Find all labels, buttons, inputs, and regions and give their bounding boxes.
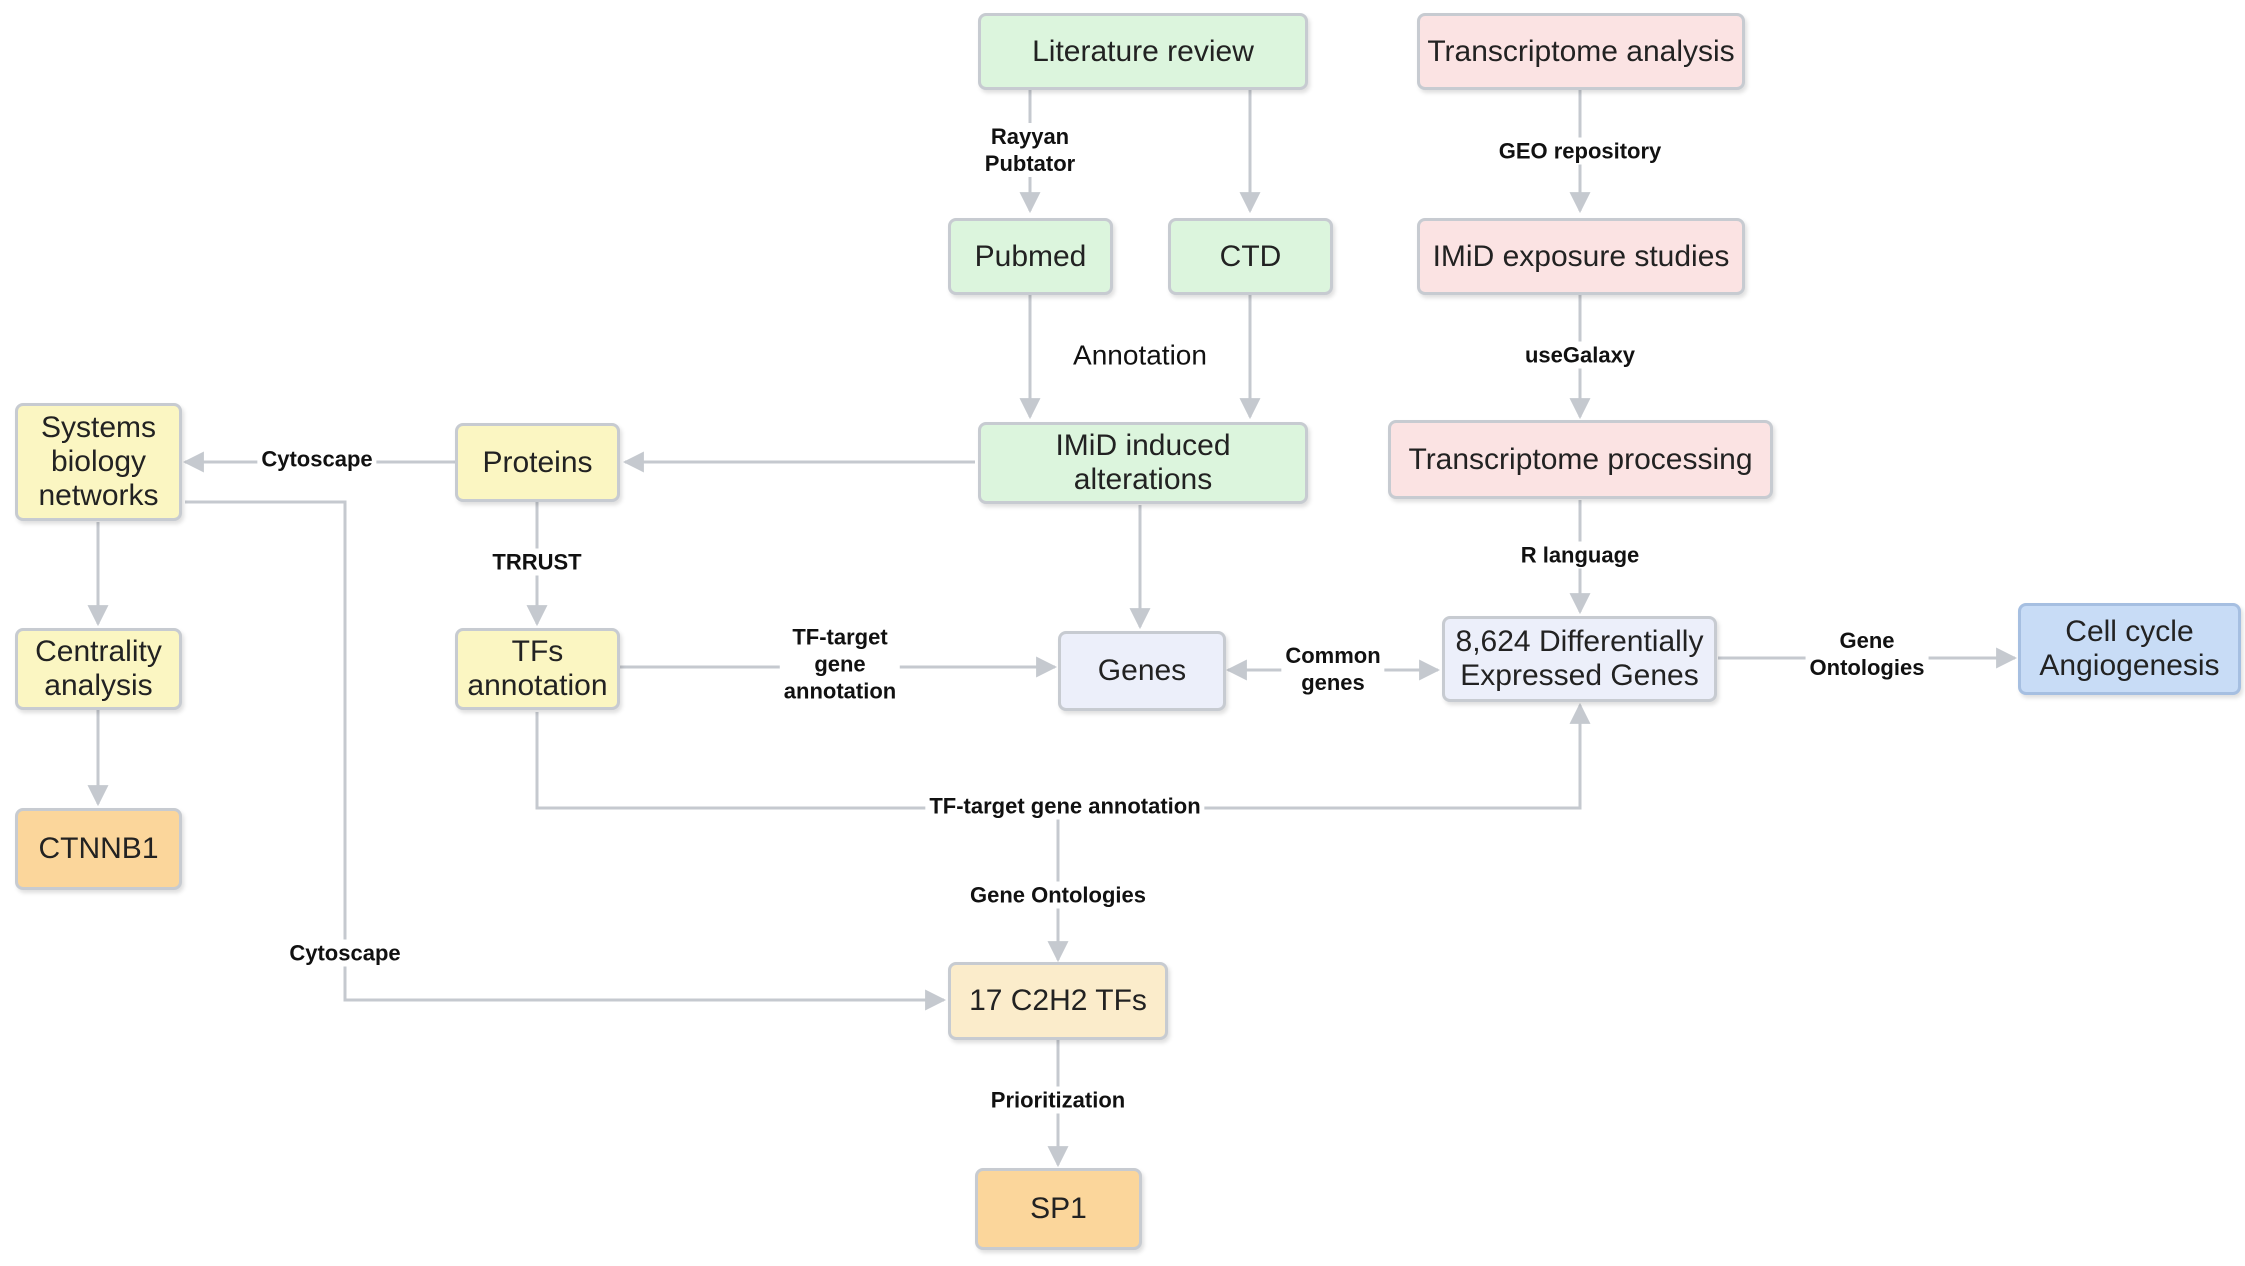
edge-label-cytoscape-bottom: Cytoscape (285, 939, 405, 967)
label-differentially-expressed-genes: 8,624 Differentially Expressed Genes (1455, 625, 1704, 692)
node-differentially-expressed-genes: 8,624 Differentially Expressed Genes (1442, 616, 1717, 702)
node-pubmed: Pubmed (948, 218, 1113, 295)
label-imid-exposure-studies: IMiD exposure studies (1432, 239, 1730, 273)
edge-label-usegalaxy: useGalaxy (1520, 341, 1640, 369)
edge-label-gene-ontologies-right: Gene Ontologies (1805, 627, 1929, 681)
node-imid-induced-alterations: IMiD induced alterations (978, 422, 1308, 504)
label-sp1: SP1 (1030, 1192, 1087, 1225)
edge-label-geo-repository: GEO repository (1494, 137, 1666, 165)
edge-label-trrust: TRRUST (488, 548, 586, 576)
edge-label-r-language: R language (1516, 541, 1644, 569)
edge-label-tf-target-long: TF-target gene annotation (925, 792, 1205, 820)
label-17-c2h2-tfs: 17 C2H2 TFs (969, 984, 1147, 1017)
node-17-c2h2-tfs: 17 C2H2 TFs (948, 962, 1168, 1040)
edge-label-rayyan-pubtator: Rayyan Pubtator (980, 123, 1080, 177)
edge-label-common-genes: Common genes (1281, 642, 1385, 696)
node-centrality-analysis: Centrality analysis (15, 628, 182, 710)
edge-label-annotation: Annotation (1069, 341, 1211, 369)
label-tfs-annotation: TFs annotation (467, 635, 608, 702)
label-ctd: CTD (1219, 239, 1282, 273)
label-literature-review: Literature review (1032, 34, 1254, 68)
node-cell-cycle-angiogenesis: Cell cycle Angiogenesis (2018, 603, 2241, 695)
node-sp1: SP1 (975, 1168, 1142, 1250)
label-transcriptome-processing: Transcriptome processing (1408, 442, 1753, 476)
edge-label-tf-target-gene-annotation: TF-target gene annotation (779, 623, 901, 705)
node-imid-exposure-studies: IMiD exposure studies (1417, 218, 1745, 295)
edge-label-gene-ontologies-mid: Gene Ontologies (965, 881, 1151, 909)
label-transcriptome-analysis: Transcriptome analysis (1427, 34, 1735, 68)
node-proteins: Proteins (455, 423, 620, 502)
node-ctnnb1: CTNNB1 (15, 808, 182, 890)
node-transcriptome-processing: Transcriptome processing (1388, 420, 1773, 499)
edge-label-prioritization: Prioritization (986, 1086, 1130, 1114)
node-systems-biology-networks: Systems biology networks (15, 403, 182, 521)
node-ctd: CTD (1168, 218, 1333, 295)
node-literature-review: Literature review (978, 13, 1308, 90)
label-proteins: Proteins (482, 445, 593, 479)
edge-label-cytoscape-top: Cytoscape (257, 445, 377, 473)
node-tfs-annotation: TFs annotation (455, 628, 620, 710)
label-centrality-analysis: Centrality analysis (35, 635, 162, 702)
node-transcriptome-analysis: Transcriptome analysis (1417, 13, 1745, 90)
label-ctnnb1: CTNNB1 (38, 832, 159, 865)
node-genes: Genes (1058, 631, 1226, 711)
label-imid-induced-alterations: IMiD induced alterations (1055, 429, 1231, 496)
label-systems-biology-networks: Systems biology networks (38, 411, 159, 512)
edge-systems-to-c2h2 (185, 500, 947, 1011)
label-genes: Genes (1097, 654, 1187, 687)
label-pubmed: Pubmed (974, 239, 1087, 273)
label-cell-cycle-angiogenesis: Cell cycle Angiogenesis (2039, 615, 2220, 682)
